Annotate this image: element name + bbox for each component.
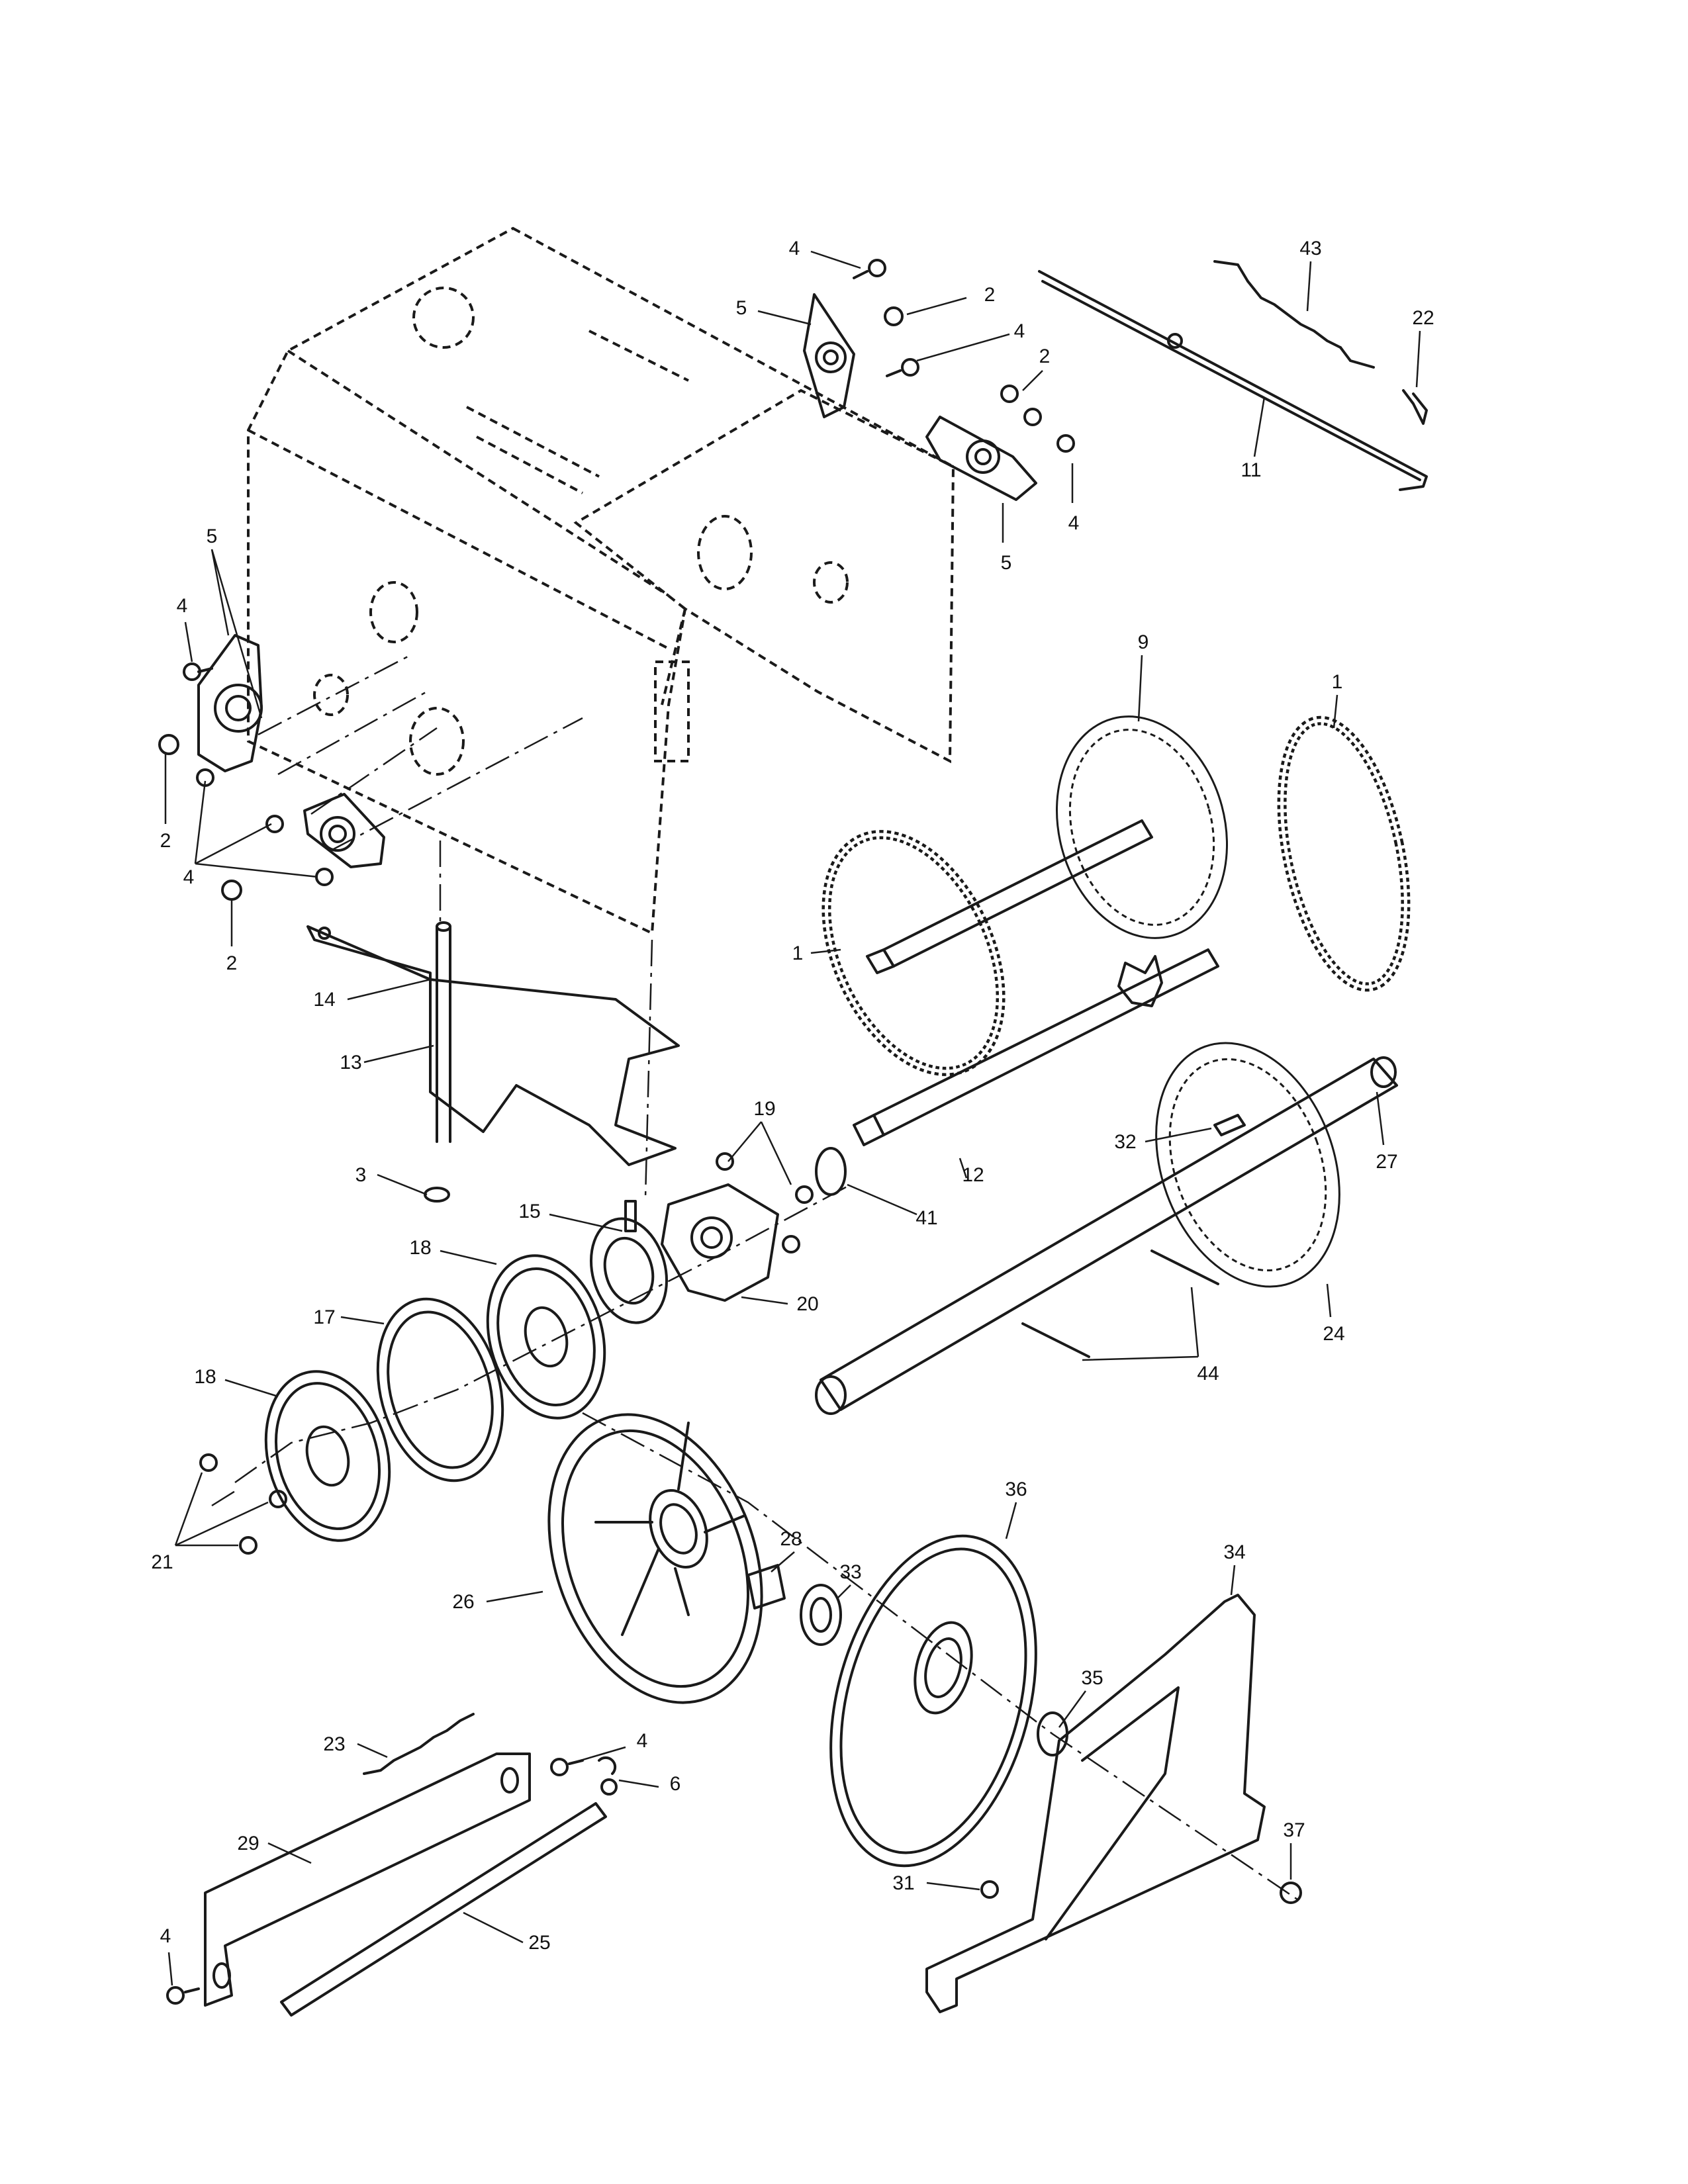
callout-5: 5 [207,525,218,547]
pivot-rod [280,1802,607,2017]
pivot-bracket [204,1752,531,2007]
callout-1: 1 [792,942,804,964]
bearing [800,1584,842,1646]
callout-36: 36 [1005,1479,1027,1500]
callout-12: 12 [962,1164,984,1186]
axle [815,1056,1398,1415]
mounting-bracket [925,1594,1266,2013]
e-ring [424,1187,450,1203]
shift-bracket [306,925,680,1166]
callout-34: 34 [1223,1541,1245,1563]
callout-14: 14 [313,989,335,1011]
flange-bracket [661,1183,779,1302]
drive-wheel [547,1413,763,1704]
bearing-flange-left-lower [303,793,385,868]
callout-19: 19 [753,1098,775,1120]
drive-chain-right [1277,715,1411,992]
callout-4: 4 [1014,320,1025,342]
friction-plate-upper [486,1254,606,1420]
callout-labels: 4 5 2 4 2 4 5 43 22 11 5 4 2 4 2 9 1 1 1… [151,238,1434,1954]
upper-shaft [866,819,1153,974]
bearing-flange-top-left [803,293,855,418]
centerlines [211,654,1298,1901]
bearing-flange-left-upper [197,634,263,772]
callout-21: 21 [151,1551,173,1573]
housing-outline [247,226,955,936]
callout-6: 6 [670,1773,681,1795]
callout-2: 2 [160,830,171,852]
callout-32: 32 [1114,1131,1136,1153]
hairpin-cotter [1402,389,1428,425]
key [1213,1114,1246,1136]
callout-3: 3 [355,1164,367,1186]
callout-28: 28 [780,1528,802,1550]
callout-29: 29 [237,1833,259,1854]
shift-shaft [436,921,451,1143]
ring-retainer [815,1147,847,1196]
friction-plate-lower [264,1370,391,1542]
axle-sprocket [1155,1042,1340,1288]
callout-35: 35 [1081,1667,1103,1689]
callout-4: 4 [160,1925,171,1947]
callout-26: 26 [452,1591,474,1613]
callout-37: 37 [1283,1819,1305,1841]
roll-pins [1021,1250,1219,1358]
callout-25: 25 [528,1932,550,1954]
callout-4: 4 [183,866,195,888]
lower-spring [363,1713,475,1775]
callout-2: 2 [984,284,996,306]
callout-31: 31 [892,1872,914,1894]
callout-23: 23 [323,1733,345,1755]
callout-27: 27 [1376,1151,1397,1173]
drive-plate [829,1534,1037,1868]
callout-4: 4 [1068,512,1080,534]
friction-ring [376,1297,504,1482]
callout-4: 4 [177,595,188,617]
hub-pin [747,1564,786,1610]
callout-9: 9 [1138,631,1149,653]
shift-rod [1038,270,1428,491]
driven-sprocket [1055,715,1229,939]
callout-41: 41 [915,1207,937,1229]
leader-lines [164,250,1421,1986]
retaining-clip [598,1756,617,1775]
bearing-flange-top-right [925,416,1037,501]
callout-17: 17 [313,1306,335,1328]
bearing-housing [589,1200,669,1324]
callout-5: 5 [736,297,747,319]
callout-18: 18 [409,1237,431,1259]
callout-20: 20 [796,1293,818,1315]
callout-1: 1 [1332,671,1343,693]
callout-43: 43 [1299,238,1321,259]
callout-33: 33 [839,1561,861,1583]
callout-18: 18 [194,1366,216,1388]
callout-24: 24 [1323,1323,1344,1345]
drive-chain-left [821,830,1006,1076]
fasteners [158,259,1302,2005]
callout-44: 44 [1197,1363,1219,1385]
callout-4: 4 [789,238,800,259]
callout-15: 15 [518,1201,540,1222]
callout-5: 5 [1001,552,1012,574]
countershaft [853,948,1219,1146]
callout-11: 11 [1241,459,1261,481]
callout-13: 13 [340,1052,361,1073]
callout-22: 22 [1412,307,1434,329]
callout-2: 2 [226,952,238,974]
extension-spring [1213,260,1375,369]
callout-4: 4 [637,1730,648,1752]
callout-2: 2 [1039,345,1051,367]
